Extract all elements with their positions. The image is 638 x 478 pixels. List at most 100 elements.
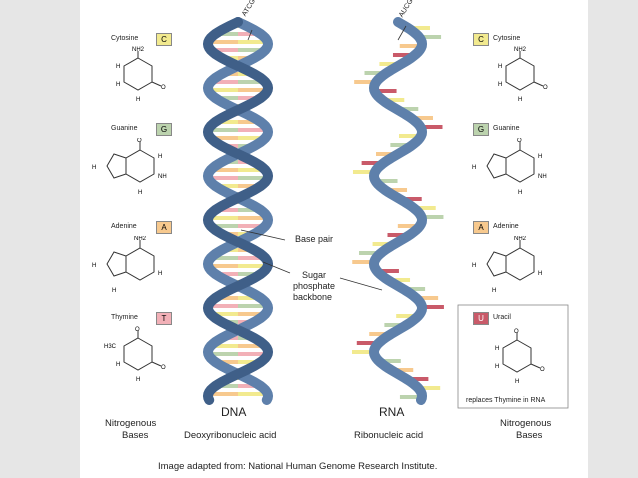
left-base-tag-cytosine: C	[156, 33, 172, 46]
rna-base	[391, 368, 414, 372]
left-base-name-guanine: Guanine	[111, 125, 138, 132]
svg-text:H: H	[498, 64, 502, 70]
dna-base-pair-left	[215, 360, 238, 364]
dna-base-pair-right	[238, 96, 261, 100]
uracil-note: replaces Thymine in RNA	[466, 397, 546, 404]
dna-base-pair-right	[238, 176, 268, 180]
dna-base-pair-right	[238, 256, 266, 260]
svg-text:H: H	[136, 97, 140, 103]
rna-base	[399, 134, 422, 138]
right-base-tag-adenine: A	[473, 221, 489, 234]
dna-base-pair-right	[238, 40, 268, 44]
rna-bases	[352, 26, 444, 399]
rna-base	[421, 215, 444, 219]
dna-base-pair-left	[208, 88, 238, 92]
left-base-name-adenine: Adenine	[111, 223, 137, 230]
rna-base	[399, 197, 422, 201]
dna-base-pair-left	[210, 256, 238, 260]
dna-base-pair-right	[238, 136, 266, 140]
rna-base	[372, 242, 395, 246]
rna-base	[385, 188, 408, 192]
svg-text:O: O	[514, 329, 519, 335]
svg-text:H: H	[112, 288, 116, 294]
dna-base-pair-right	[238, 392, 268, 396]
dna-base-pair-right	[238, 80, 266, 84]
dna-base-pair-left	[210, 344, 238, 348]
adenine-structure-right: NH2 HHH	[472, 236, 542, 294]
svg-text:NH2: NH2	[134, 236, 147, 242]
dna-base-pair-left	[215, 96, 238, 100]
slide-card: ATCG s AUCG s Cytosine C Guanine G Adeni…	[80, 0, 588, 478]
dna-base-pair-left	[210, 224, 238, 228]
credit-text: Image adapted from: National Human Genom…	[158, 461, 438, 472]
right-base-name-cytosine: Cytosine	[493, 35, 521, 42]
dna-base-pair-right	[238, 360, 261, 364]
dna-base-pair-right	[238, 32, 261, 36]
svg-text:H: H	[116, 64, 120, 70]
dna-base-pair-right	[238, 128, 268, 132]
nitrogenous-right-line1: Nitrogenous	[500, 418, 552, 429]
rna-base	[407, 26, 430, 30]
rna-base	[399, 44, 422, 48]
dna-base-pair-right	[238, 120, 261, 124]
rna-subtitle: Ribonucleic acid	[354, 430, 424, 441]
dna-base-pair-left	[208, 128, 238, 132]
svg-text:H: H	[136, 377, 140, 383]
dna-base-pair-right	[238, 312, 266, 316]
svg-text:H: H	[472, 263, 476, 269]
rna-top-arrow	[397, 25, 407, 41]
cytosine-structure-left: NH2 O HHH	[116, 47, 166, 103]
rna-base	[354, 80, 377, 84]
right-base-name-uracil: Uracil	[493, 314, 511, 321]
dna-base-pair-left	[215, 184, 238, 188]
dna-base-pair-left	[215, 208, 238, 212]
dna-base-pair-right	[238, 296, 261, 300]
rna-base	[374, 89, 397, 93]
dna-base-pair-left	[210, 312, 238, 316]
dna-strand-1	[202, 17, 274, 405]
svg-text:NH: NH	[158, 174, 167, 180]
svg-text:H: H	[158, 271, 162, 277]
rna-base	[382, 98, 405, 102]
rna-base	[416, 296, 439, 300]
nitrogenous-right-line2: Bases	[516, 430, 543, 441]
svg-text:H: H	[472, 165, 476, 171]
dna-base-pair-left	[208, 352, 238, 356]
svg-text:H: H	[158, 154, 162, 160]
rna-base	[378, 359, 401, 363]
dna-subtitle: Deoxyribonucleic acid	[184, 430, 277, 441]
svg-text:H: H	[495, 364, 499, 370]
dna-base-pair-right	[238, 208, 261, 212]
backbone-label-line3: backbone	[293, 292, 333, 302]
rna-base	[375, 179, 398, 183]
left-base-tag-guanine: G	[156, 123, 172, 136]
rna-base	[403, 287, 426, 291]
dna-base-pair-left	[208, 176, 238, 180]
dna-base-pair-right	[238, 48, 266, 52]
dna-base-pair-left	[208, 40, 238, 44]
dna-base-pair-left	[215, 120, 238, 124]
dna-base-pair-left	[210, 136, 238, 140]
svg-text:H3C: H3C	[104, 344, 117, 350]
svg-text:H: H	[518, 97, 522, 103]
dna-base-pair-left	[210, 168, 238, 172]
uracil-box	[457, 304, 569, 409]
rna-base	[397, 224, 420, 228]
dna-base-pair-right	[238, 304, 268, 308]
rna-base	[379, 62, 402, 66]
svg-text:H: H	[92, 165, 96, 171]
rna-base	[364, 71, 387, 75]
dna-base-pair-left	[208, 304, 238, 308]
rna-strand	[368, 17, 428, 405]
right-base-tag-guanine: G	[473, 123, 489, 136]
svg-text:O: O	[517, 138, 522, 144]
rna-title: RNA	[379, 405, 405, 419]
adenine-structure-left: NH2 HHH	[92, 236, 162, 294]
backbone-pointer-rna	[339, 277, 383, 291]
rna-base	[410, 116, 433, 120]
rna-backbone	[368, 17, 428, 405]
rna-base	[420, 125, 443, 129]
svg-text:O: O	[540, 367, 545, 373]
